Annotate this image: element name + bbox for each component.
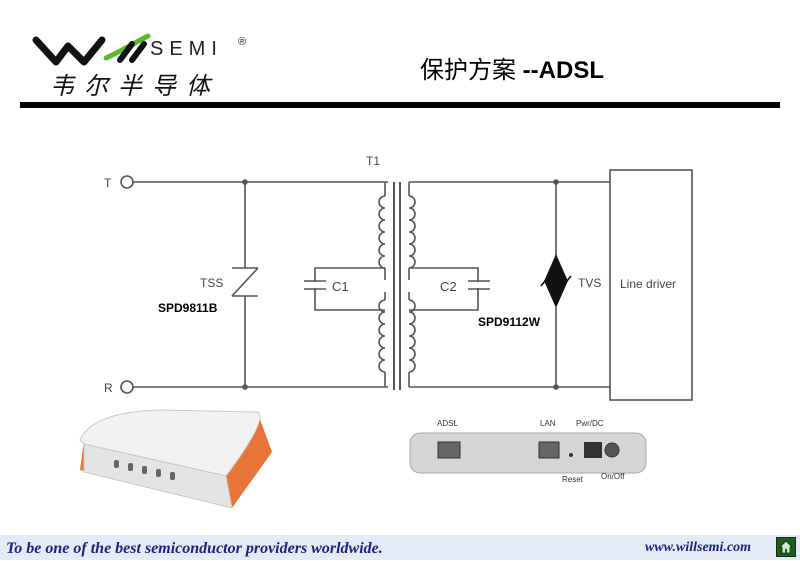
adsl-port (437, 441, 461, 459)
logo-ll-mark (117, 41, 147, 63)
footer-bar (0, 535, 800, 560)
coil-secondary-bottom (408, 299, 416, 373)
home-button[interactable] (776, 537, 796, 557)
adsl-protection-schematic: T R T1 TSS SPD9811B C1 C2 TVS SPD9112W L… (79, 154, 693, 509)
coil-secondary-top (408, 195, 416, 269)
page-title: 保护方案 --ADSL (420, 50, 604, 85)
lan-port (538, 441, 560, 459)
logo-chinese-name: 韦尔半导体 (50, 72, 220, 100)
router-front-illustration (79, 409, 272, 509)
c1-gap (300, 282, 330, 288)
router-led-5 (170, 472, 175, 480)
page-title-latin: --ADSL (522, 57, 604, 84)
label-terminal-r: R (104, 381, 113, 395)
router-back-panel (409, 432, 647, 474)
label-lan-port: LAN (540, 419, 556, 428)
label-terminal-t: T (104, 176, 112, 190)
label-c2: C2 (440, 279, 457, 294)
label-c1: C1 (332, 279, 349, 294)
logo-semi-text: SEMI (150, 38, 223, 60)
label-adsl-port: ADSL (437, 419, 458, 428)
label-tss-part: SPD9811B (158, 301, 218, 315)
footer-slogan: To be one of the best semiconductor prov… (6, 540, 383, 557)
label-onoff: On/Off (601, 472, 625, 481)
willsemi-logo (32, 33, 151, 66)
label-tss: TSS (200, 276, 223, 290)
terminal-r-node (120, 380, 134, 394)
router-white-shell (79, 409, 261, 477)
reset-hole (569, 453, 573, 457)
label-tvs-part: SPD9112W (478, 315, 541, 329)
onoff-switch (604, 442, 620, 458)
home-icon (779, 540, 793, 554)
footer-website-link[interactable]: www.willsemi.com (645, 540, 752, 555)
router-led-3 (142, 466, 147, 474)
page-title-cn: 保护方案 (420, 57, 523, 84)
terminal-t-node (120, 175, 134, 189)
logo-w-mark (32, 36, 106, 66)
label-reset: Reset (562, 475, 584, 484)
coil-primary-bottom (378, 299, 386, 373)
router-led-1 (114, 460, 119, 468)
coil-primary-top (378, 195, 386, 269)
tvs-triangle-upper (543, 254, 569, 282)
label-line-driver: Line driver (620, 277, 676, 291)
logo-registered-mark: ® (238, 36, 247, 48)
label-t1: T1 (366, 154, 380, 168)
tvs-triangle-lower (543, 280, 569, 308)
dc-jack (584, 442, 602, 458)
header-divider (20, 102, 780, 108)
tss-zigzag (231, 267, 259, 297)
tvs-bar (540, 275, 572, 287)
router-led-2 (128, 463, 133, 471)
label-pwr-dc: Pwr/DC (576, 419, 604, 428)
label-tvs: TVS (578, 276, 601, 290)
line-driver-box (609, 169, 693, 401)
c2-gap (464, 282, 494, 288)
router-led-4 (156, 469, 161, 477)
